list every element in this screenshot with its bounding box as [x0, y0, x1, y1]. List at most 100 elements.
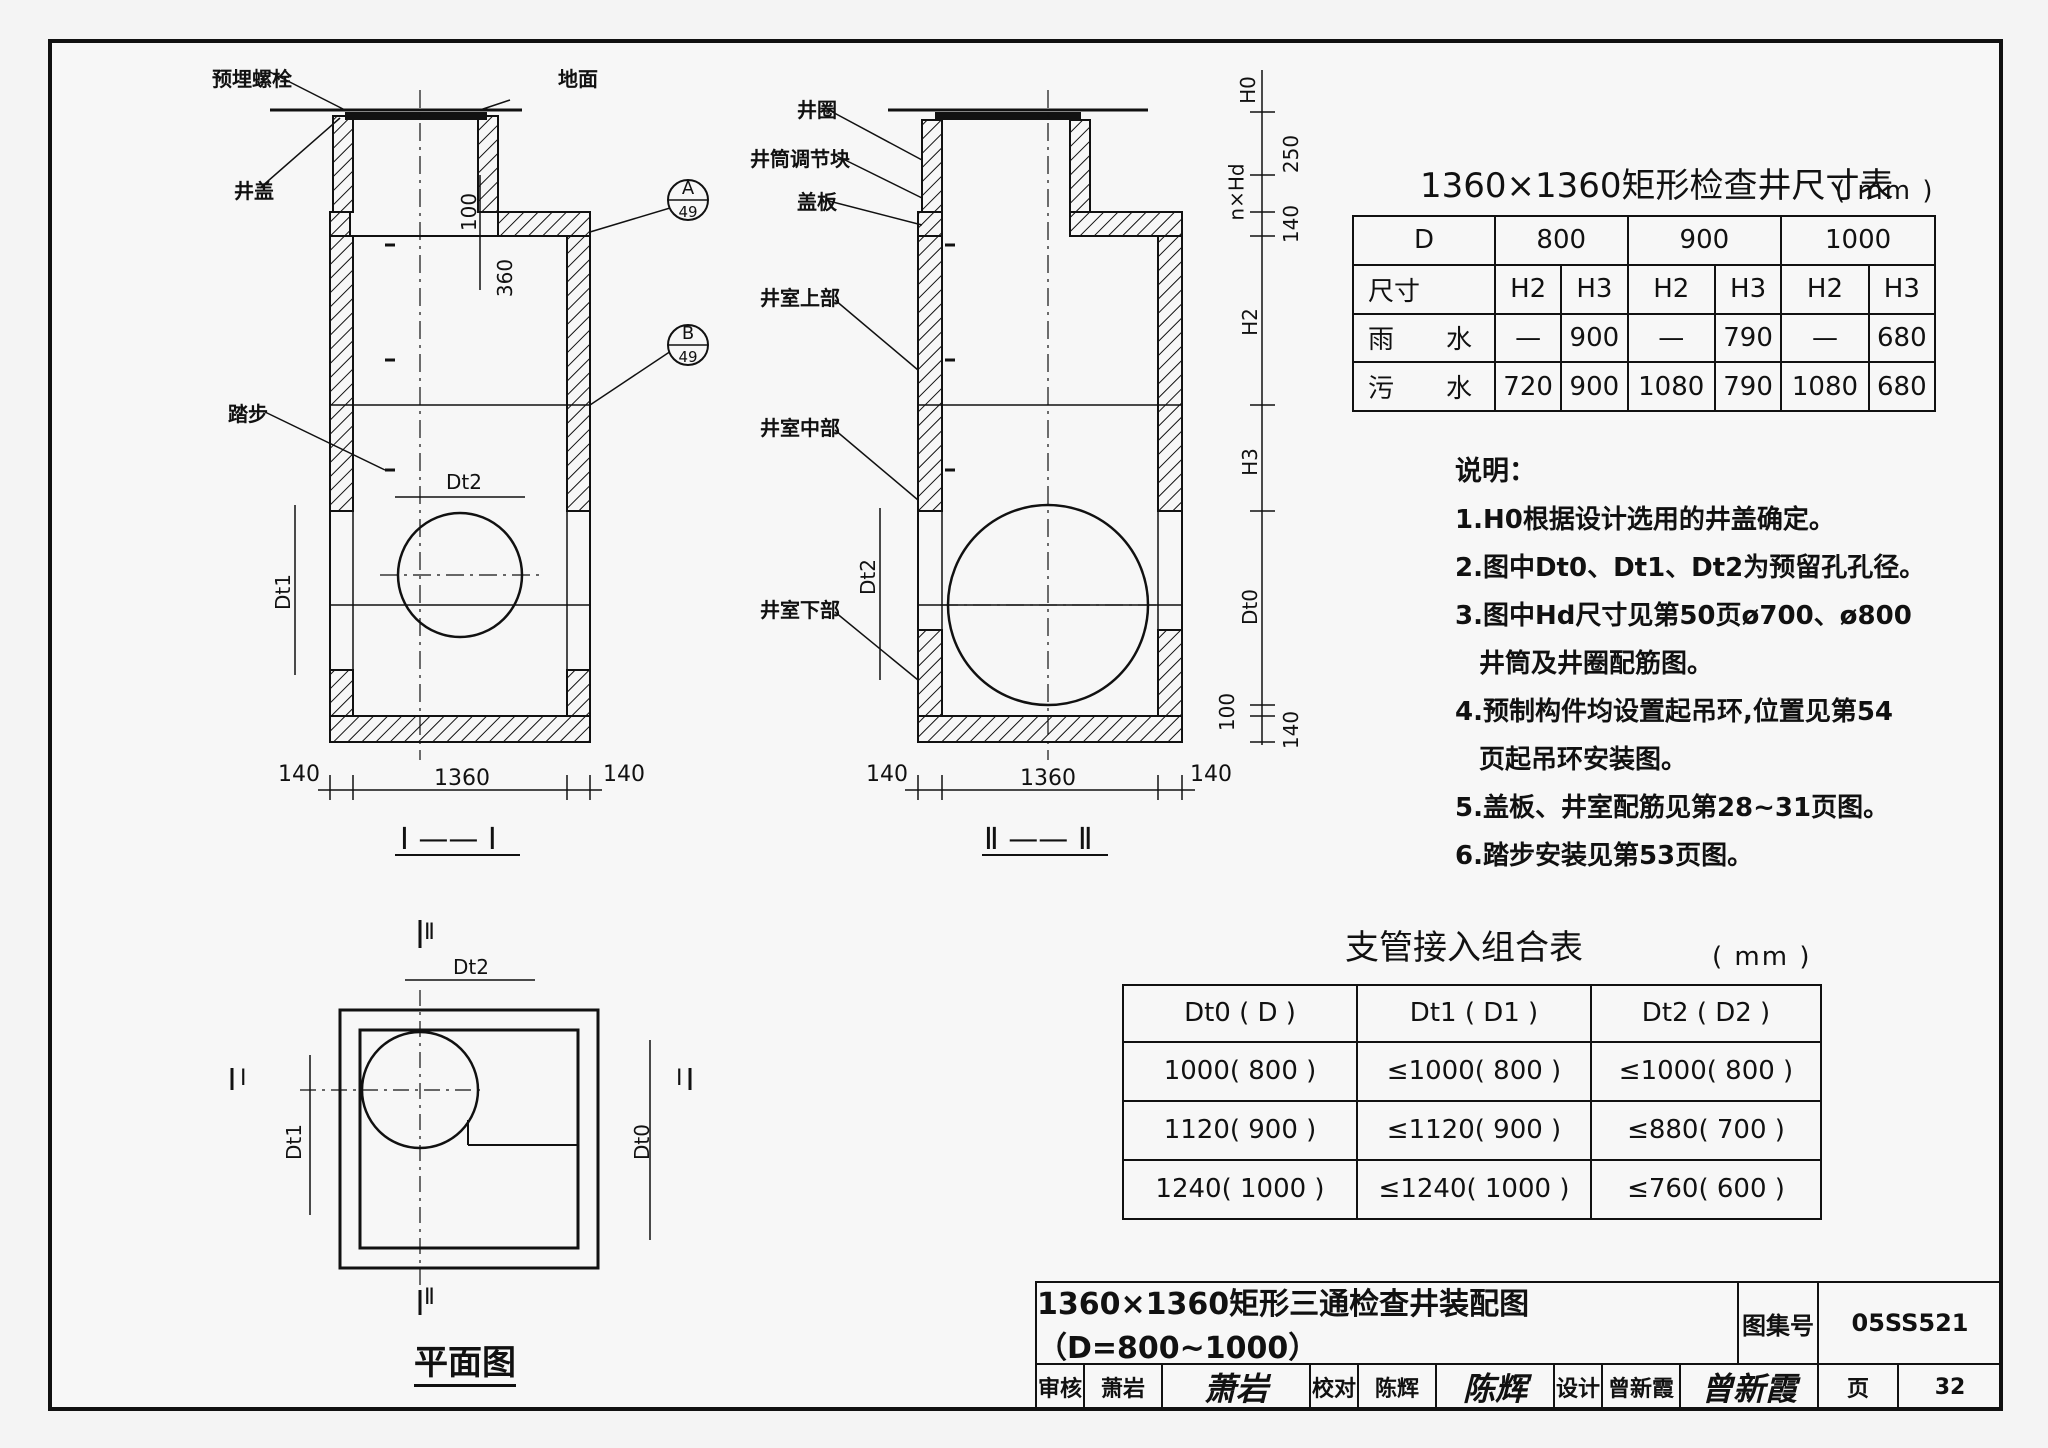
vdim-nhd: n×Hd	[1224, 163, 1249, 221]
row-label: 雨 水	[1352, 312, 1496, 364]
vdim-100: 100	[1215, 692, 1240, 732]
plan-mark-right: I	[676, 1066, 683, 1091]
branch-table-unit: ( mm )	[1712, 942, 1812, 972]
page-number: 32	[1897, 1363, 2003, 1411]
atlas-number: 05SS521	[1817, 1281, 2003, 1365]
table-row: 雨 水 — 900 — 790 — 680	[1352, 312, 1937, 364]
table-cell: ≤1240( 1000 )	[1356, 1158, 1592, 1221]
cover-slab-right	[497, 211, 591, 237]
title-block: 1360×1360矩形三通检查井装配图（D=800~1000） 图集号 05SS…	[1035, 1281, 2003, 1411]
table-cell: 790	[1713, 361, 1783, 412]
table-row: 1240( 1000 ) ≤1240( 1000 ) ≤760( 600 )	[1122, 1158, 1822, 1221]
label-ground: 地面	[558, 67, 598, 91]
shaft-wall-right	[477, 115, 499, 213]
checker-signature: 陈辉	[1435, 1363, 1555, 1411]
note-item: 井筒及井圈配筋图。	[1479, 649, 1714, 679]
plan-dim-dt1: Dt1	[281, 1124, 306, 1160]
plan-drawing	[230, 920, 692, 1315]
row-label: 污 水	[1352, 361, 1496, 412]
table-row: 1120( 900 ) ≤1120( 900 ) ≤880( 700 )	[1122, 1099, 1822, 1161]
size-sub: H2	[1493, 263, 1563, 315]
label-lower: 井室下部	[760, 598, 840, 622]
designer-name: 曾新霞	[1601, 1363, 1681, 1411]
size-sub: H2	[1626, 263, 1716, 315]
plan-mark-top: Ⅱ	[424, 920, 435, 945]
table-cell: —	[1626, 312, 1716, 364]
shaft-wall-left	[332, 115, 354, 213]
notes: 说明： 1.H0根据设计选用的井盖确定。 2.图中Dt0、Dt1、Dt2为预留孔…	[1455, 448, 1925, 880]
note-item: 1.H0根据设计选用的井盖确定。	[1455, 505, 1835, 535]
table-cell: 1000( 800 )	[1122, 1040, 1358, 1102]
size-header-d: D	[1352, 215, 1496, 266]
table-row: 1000( 800 ) ≤1000( 800 ) ≤1000( 800 )	[1122, 1040, 1822, 1102]
note-item: 4.预制构件均设置起吊环,位置见第54	[1455, 697, 1894, 727]
branch-table: Dt0 ( D ) Dt1 ( D1 ) Dt2 ( D2 ) 1000( 80…	[1122, 984, 1822, 1221]
table-cell: 680	[1867, 361, 1937, 412]
chamber-wall-left	[329, 235, 354, 512]
label-bolt: 预埋螺栓	[212, 67, 292, 91]
atlas-label: 图集号	[1737, 1281, 1819, 1365]
dim-dt2: Dt2	[446, 470, 482, 494]
table-cell: 1080	[1626, 361, 1716, 412]
size-table-title: 1360×1360矩形检查井尺寸表	[1420, 166, 1894, 206]
table-cell: ≤1000( 800 )	[1356, 1040, 1592, 1102]
callout-a-top: A	[681, 178, 695, 199]
review-label: 审核	[1035, 1363, 1085, 1411]
design-label: 设计	[1553, 1363, 1603, 1411]
table-cell: ≤1000( 800 )	[1590, 1040, 1822, 1102]
branch-header: Dt2 ( D2 )	[1590, 984, 1822, 1043]
table-cell: —	[1780, 312, 1870, 364]
checker-name: 陈辉	[1357, 1363, 1437, 1411]
plan-mark-left: I	[240, 1066, 247, 1091]
drawing-title: 1360×1360矩形三通检查井装配图（D=800~1000）	[1035, 1281, 1739, 1366]
table-cell: 900	[1560, 361, 1629, 412]
dim-360: 360	[493, 258, 518, 298]
cover-slab-left	[329, 211, 351, 237]
section-1-caption: I —— I	[400, 822, 497, 857]
plan-title: 平面图	[414, 1335, 516, 1387]
label-plate: 盖板	[797, 190, 837, 214]
table-cell: 1240( 1000 )	[1122, 1158, 1358, 1221]
size-sub: H3	[1560, 263, 1629, 315]
plan-dim-dt2: Dt2	[453, 955, 489, 979]
size-header-size: 尺寸	[1352, 263, 1496, 315]
note-item: 6.踏步安装见第53页图。	[1455, 841, 1754, 871]
size-header-d1000: 1000	[1780, 215, 1936, 266]
check-label: 校对	[1309, 1363, 1359, 1411]
table-cell: ≤1120( 900 )	[1356, 1099, 1592, 1161]
section-2-drawing	[824, 70, 1275, 856]
table-cell: 1120( 900 )	[1122, 1099, 1358, 1161]
label-adjust: 井筒调节块	[750, 147, 850, 171]
label-cover: 井盖	[234, 179, 274, 203]
dim-left-140: 140	[278, 762, 320, 787]
vdim-dt0: Dt0	[1237, 589, 1262, 625]
callout-a-bottom: 49	[678, 203, 698, 221]
dim-dt2-s2: Dt2	[855, 559, 880, 595]
table-row: 污 水 720 900 1080 790 1080 680	[1352, 361, 1937, 412]
dim-left-140-s2: 140	[866, 762, 908, 787]
label-step: 踏步	[228, 402, 268, 426]
manhole-cover	[345, 112, 487, 120]
branch-table-title: 支管接入组合表	[1345, 928, 1583, 968]
size-table: D 800 900 1000 尺寸 H2 H3 H2 H3 H2 H3 雨 水 …	[1352, 215, 1937, 412]
notes-heading: 说明：	[1455, 456, 1536, 487]
note-item: 2.图中Dt0、Dt1、Dt2为预留孔孔径。	[1455, 553, 1926, 583]
table-cell: ≤760( 600 )	[1590, 1158, 1822, 1221]
size-header-d800: 800	[1494, 215, 1629, 266]
table-cell: 790	[1713, 312, 1783, 364]
table-cell: 900	[1560, 312, 1629, 364]
vdim-h0: H0	[1235, 76, 1260, 104]
dim-100: 100	[457, 192, 482, 232]
note-item: 5.盖板、井室配筋见第28~31页图。	[1455, 793, 1890, 823]
section-2-caption: Ⅱ —— Ⅱ	[984, 822, 1093, 857]
note-item: 页起吊环安装图。	[1479, 745, 1688, 775]
reviewer-name: 萧岩	[1083, 1363, 1163, 1411]
designer-signature: 曾新霞	[1679, 1363, 1819, 1411]
table-cell: 680	[1867, 312, 1937, 364]
vdim-140-top: 140	[1279, 204, 1304, 244]
vdim-h3: H3	[1237, 448, 1262, 476]
vdim-h2: H2	[1237, 308, 1262, 336]
size-sub: H3	[1867, 263, 1937, 315]
reviewer-signature: 萧岩	[1161, 1363, 1311, 1411]
